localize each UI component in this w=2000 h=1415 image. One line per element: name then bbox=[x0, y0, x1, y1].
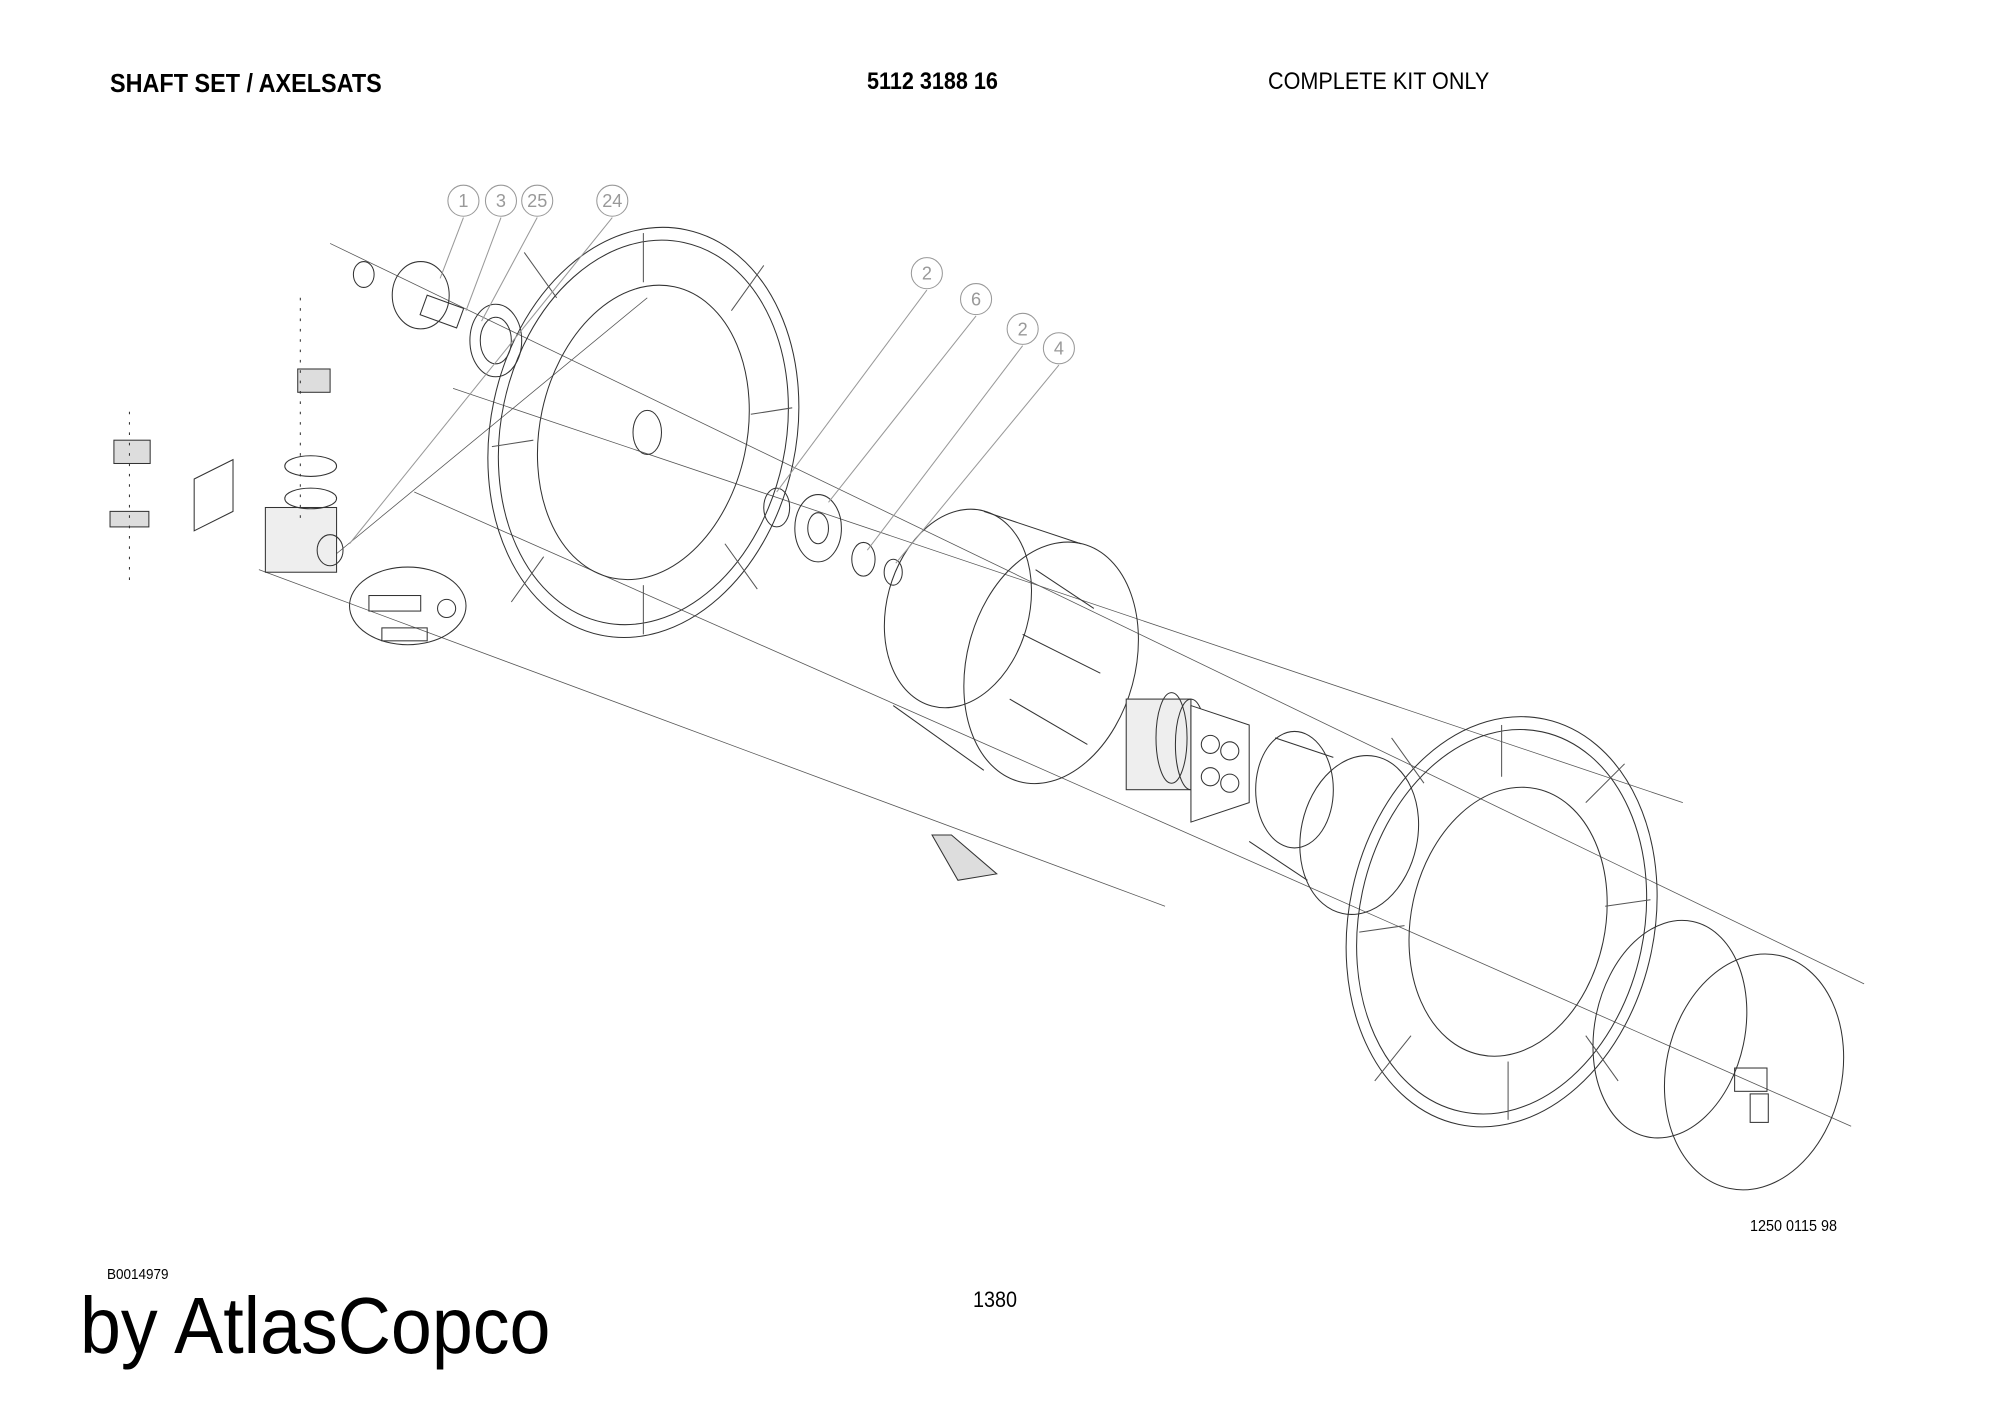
chain-parts bbox=[348, 566, 467, 646]
cone-part bbox=[931, 834, 998, 881]
page-title: SHAFT SET / AXELSATS bbox=[110, 68, 382, 98]
assembly-axis-lines bbox=[258, 243, 1865, 1127]
callout-24: 24 bbox=[596, 184, 629, 217]
svg-text:2: 2 bbox=[1018, 319, 1028, 339]
inner-cylinder bbox=[1248, 730, 1420, 915]
svg-text:1: 1 bbox=[458, 191, 468, 211]
callout-6: 6 bbox=[959, 283, 993, 316]
shaft-flange bbox=[352, 261, 523, 378]
brand-label: by AtlasCopco bbox=[80, 1281, 551, 1370]
page-number: 1380 bbox=[973, 1287, 1018, 1312]
drum bbox=[883, 508, 1139, 785]
svg-text:25: 25 bbox=[527, 191, 547, 211]
right-reel-flange bbox=[1345, 716, 1658, 1128]
callout-25: 25 bbox=[521, 184, 554, 217]
callout-1: 1 bbox=[447, 184, 480, 217]
svg-text:2: 2 bbox=[922, 264, 932, 284]
callouts: 1 3 25 24 2 6 2 4 bbox=[349, 184, 1075, 564]
left-reel-flange bbox=[487, 226, 800, 639]
bearings bbox=[763, 487, 903, 586]
callout-3: 3 bbox=[484, 184, 518, 217]
end-discs bbox=[1592, 919, 1845, 1191]
gearbox bbox=[109, 297, 344, 583]
part-number: 5112 3188 16 bbox=[867, 68, 998, 95]
svg-text:24: 24 bbox=[602, 191, 622, 211]
slip-ring-unit bbox=[1125, 692, 1250, 823]
callout-2b: 2 bbox=[1006, 312, 1039, 345]
drawing-number: 1250 0115 98 bbox=[1750, 1218, 1838, 1235]
callout-4: 4 bbox=[1042, 332, 1075, 365]
svg-text:3: 3 bbox=[496, 191, 506, 211]
callout-2a: 2 bbox=[910, 257, 943, 290]
svg-text:4: 4 bbox=[1054, 339, 1064, 359]
kit-note: COMPLETE KIT ONLY bbox=[1268, 68, 1490, 95]
svg-text:6: 6 bbox=[971, 290, 981, 310]
image-id: B0014979 bbox=[107, 1266, 169, 1283]
